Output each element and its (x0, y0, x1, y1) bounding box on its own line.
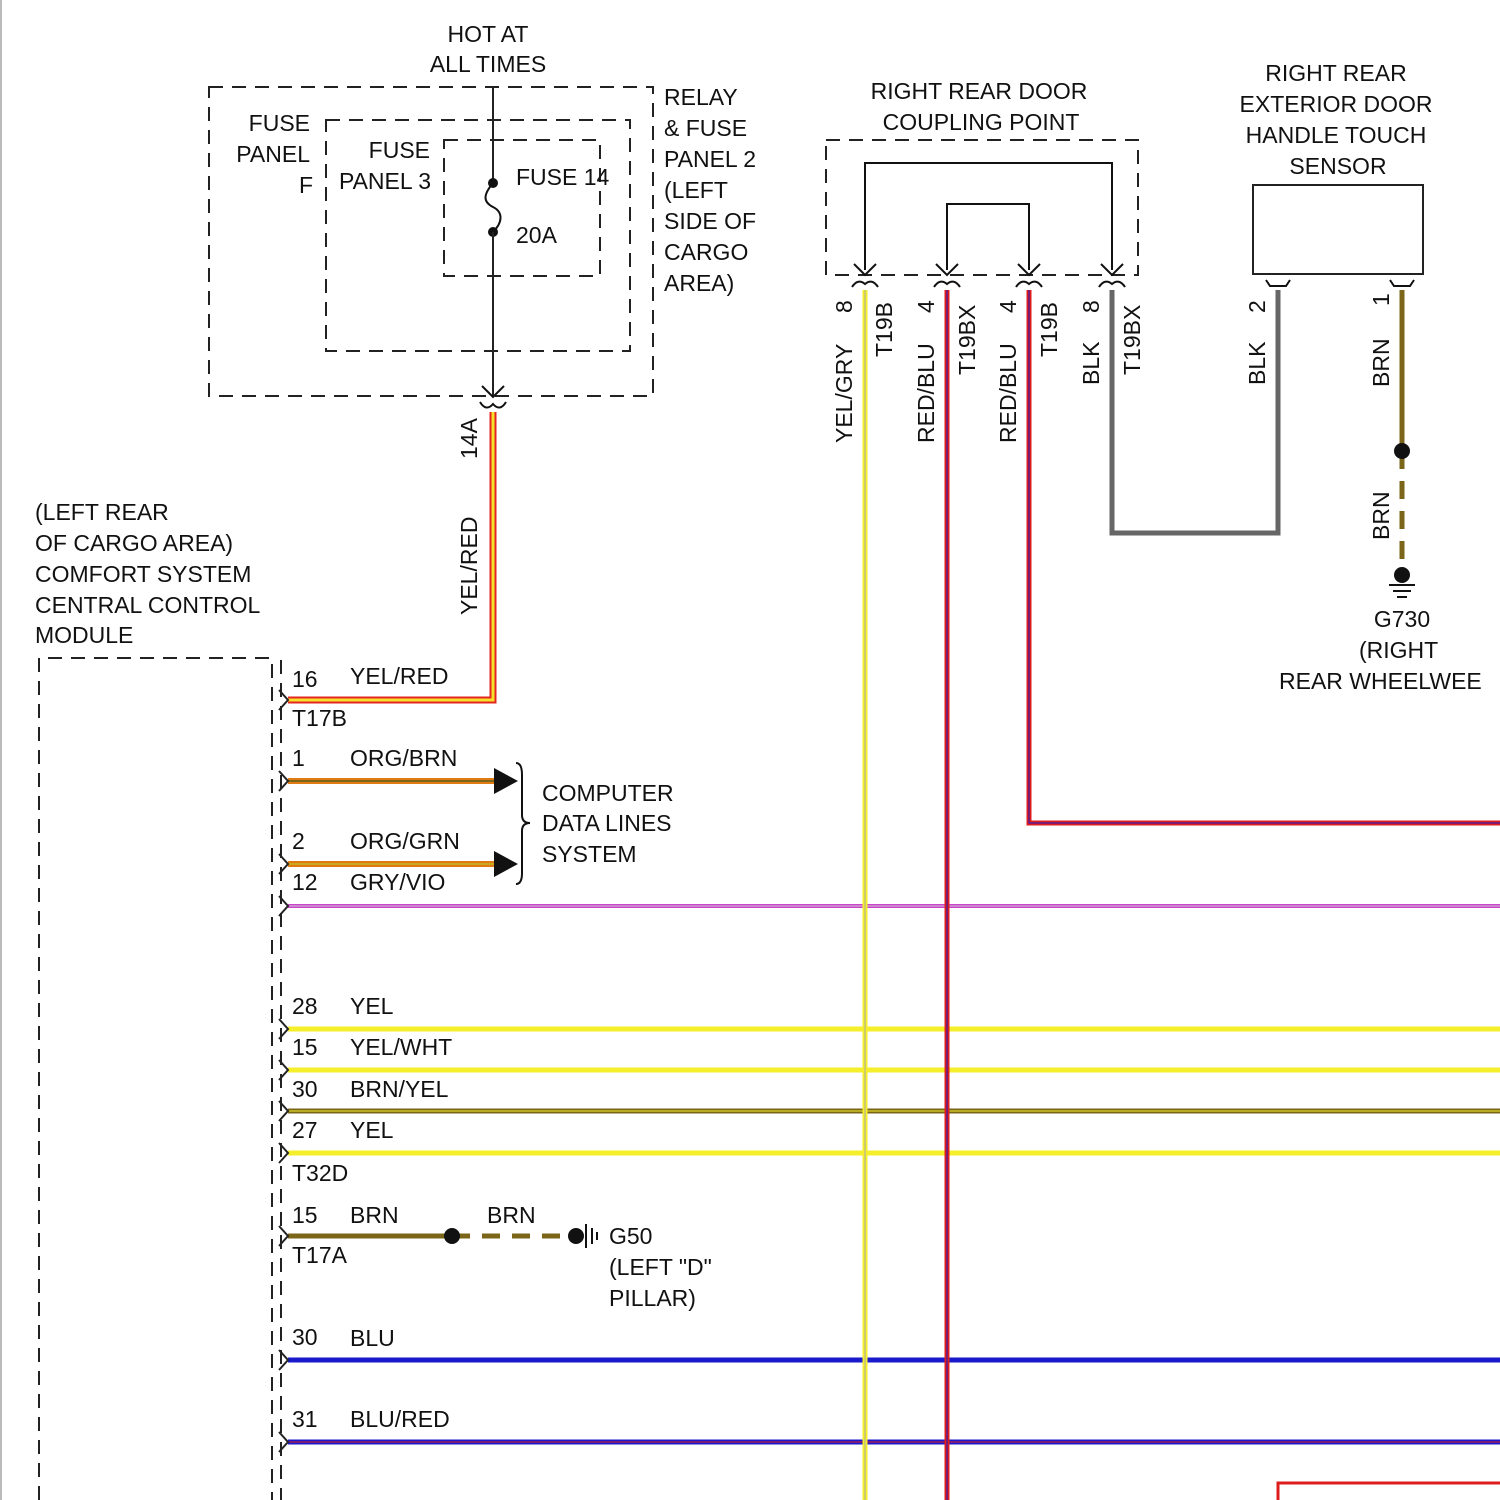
sensor-label: RIGHT REAR EXTERIOR DOOR HANDLE TOUCH SE… (1240, 60, 1433, 179)
pin-wire-color: BRN (350, 1202, 399, 1228)
module-label-line: (LEFT REAR (35, 499, 169, 525)
connector-t17a: T17A (292, 1242, 348, 1268)
pin-wire-color: BRN/YEL (350, 1076, 449, 1102)
hot-label-1: HOT AT (448, 21, 529, 47)
relay-panel-line: & FUSE (664, 115, 747, 141)
pin-number: 2 (292, 828, 305, 854)
pin-number: 30 (292, 1324, 318, 1350)
g730-location-2: REAR WHEELWEE (1279, 668, 1482, 694)
pin-wire-color: ORG/GRN (350, 828, 460, 854)
relay-panel-line: SIDE OF (664, 208, 756, 234)
pin-wire-color: YEL (350, 993, 394, 1019)
g730-wire-color: BRN (1368, 491, 1394, 540)
pin-wire-color: YEL (350, 1117, 394, 1143)
coupling-pin-number: 8 (831, 300, 857, 313)
pin-number: 15 (292, 1202, 318, 1228)
pin-number: 1 (292, 745, 305, 771)
g730-location-1: (RIGHT (1359, 637, 1438, 663)
relay-panel-line: RELAY (664, 84, 738, 110)
relay-panel-label: RELAY & FUSE PANEL 2 (LEFT SIDE OF CARGO… (664, 84, 756, 296)
module-label-line: COMFORT SYSTEM (35, 561, 251, 587)
relay-panel-line: (LEFT (664, 177, 728, 203)
coupling-wire-color: BLK (1078, 341, 1104, 385)
module-label-line: OF CARGO AREA) (35, 530, 233, 556)
fuse-symbol (480, 87, 506, 408)
connector-t17b: T17B (292, 705, 347, 731)
sensor-pin-number: 1 (1368, 293, 1394, 306)
coupling-title-1: RIGHT REAR DOOR (871, 78, 1088, 104)
fuse-panel-3-box (444, 140, 600, 276)
pin-wire-color: YEL/WHT (350, 1034, 452, 1060)
relay-panel-line: AREA) (664, 270, 734, 296)
sensor-pin-number: 2 (1244, 300, 1270, 313)
connector-t32d: T32D (292, 1160, 348, 1186)
g730-name: G730 (1374, 606, 1430, 632)
pin-wire-color: YEL/RED (350, 663, 448, 689)
sensor-label-line: RIGHT REAR (1265, 60, 1406, 86)
coupling-wire-color: YEL/GRY (831, 344, 857, 443)
g50-wire-color: BRN (487, 1202, 536, 1228)
feed-circuit-label: 14A (456, 417, 482, 459)
module-box (39, 658, 272, 1500)
sensor-label-line: HANDLE TOUCH (1246, 122, 1427, 148)
g50-location-2: PILLAR) (609, 1285, 696, 1311)
pin-number: 28 (292, 993, 318, 1019)
fuse-name: FUSE 14 (516, 164, 610, 190)
data-lines-label: COMPUTER DATA LINES SYSTEM (542, 780, 674, 867)
g50-location-1: (LEFT "D" (609, 1254, 712, 1280)
data-lines-label-line: SYSTEM (542, 841, 637, 867)
pin-number: 27 (292, 1117, 318, 1143)
coupling-connector: T19B (871, 302, 897, 357)
pin-number: 30 (292, 1076, 318, 1102)
coupling-point-box (826, 140, 1138, 275)
relay-panel-line: CARGO (664, 239, 748, 265)
coupling-pin-number: 8 (1078, 300, 1104, 313)
feed-wire-color-label: YEL/RED (456, 517, 482, 615)
data-lines-label-line: COMPUTER (542, 780, 674, 806)
g50-name: G50 (609, 1223, 652, 1249)
sensor-wire-color: BRN (1368, 338, 1394, 387)
coupling-connector: T19BX (954, 305, 980, 375)
sensor-box (1253, 185, 1423, 274)
data-lines-label-line: DATA LINES (542, 810, 672, 836)
coupling-title-2: COUPLING POINT (883, 109, 1080, 135)
pin-wire-color: BLU/RED (350, 1406, 450, 1432)
fuse-panel-f-label-3: F (299, 172, 313, 198)
pin-wire-color: BLU (350, 1325, 395, 1351)
sensor-label-line: EXTERIOR DOOR (1240, 91, 1433, 117)
relay-panel-line: PANEL 2 (664, 146, 756, 172)
coupling-pin-number: 4 (995, 300, 1021, 313)
pin-wire-color: ORG/BRN (350, 745, 457, 771)
fuse-panel-f-label-2: PANEL (236, 141, 310, 167)
coupling-connector: T19BX (1119, 305, 1145, 375)
partial-box-red (1278, 1483, 1500, 1500)
module-label: (LEFT REAR OF CARGO AREA) COMFORT SYSTEM… (35, 499, 261, 648)
coupling-wire-color: RED/BLU (995, 343, 1021, 443)
pin-number: 15 (292, 1034, 318, 1060)
fuse-panel-f-label-1: FUSE (249, 110, 310, 136)
pin-wire-color: GRY/VIO (350, 869, 445, 895)
coupling-connector: T19B (1036, 302, 1062, 357)
pin-number: 31 (292, 1406, 318, 1432)
pin-number: 12 (292, 869, 318, 895)
fuse-rating: 20A (516, 222, 558, 248)
sensor-pin-symbols (1266, 280, 1414, 286)
coupling-wire-color: RED/BLU (913, 343, 939, 443)
module-label-line: MODULE (35, 622, 133, 648)
wires (288, 290, 1500, 1500)
hot-label-2: ALL TIMES (430, 51, 546, 77)
module-label-line: CENTRAL CONTROL (35, 592, 261, 618)
pin-number: 16 (292, 666, 318, 692)
coupling-internal-jumpers (865, 163, 1112, 270)
data-line-arrows (494, 763, 530, 884)
fuse-panel-3-label-1: FUSE (369, 137, 430, 163)
coupling-pin-number: 4 (913, 300, 939, 313)
sensor-label-line: SENSOR (1289, 153, 1386, 179)
sensor-wire-color: BLK (1244, 341, 1270, 385)
fuse-panel-3-label-2: PANEL 3 (339, 168, 431, 194)
